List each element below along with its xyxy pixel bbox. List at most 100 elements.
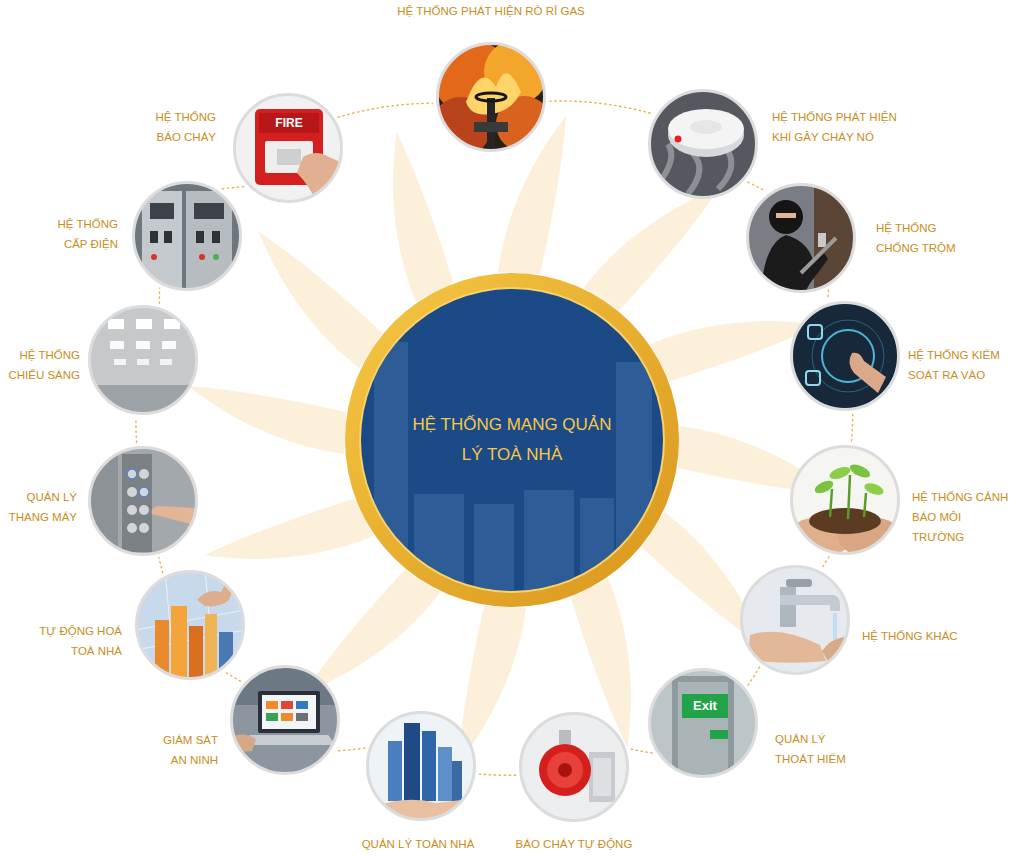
ring-connector bbox=[748, 182, 765, 191]
illustration-shape bbox=[547, 752, 583, 788]
sun-ray bbox=[338, 132, 476, 303]
illustration-shape bbox=[213, 254, 219, 260]
illustration-shape bbox=[780, 595, 840, 611]
illustration-shape bbox=[171, 606, 187, 680]
system-photo bbox=[519, 712, 629, 822]
illustration-shape bbox=[297, 153, 343, 203]
illustration-shape bbox=[277, 149, 301, 165]
illustration-shape bbox=[830, 475, 866, 519]
ring-connector bbox=[827, 290, 829, 300]
illustration-shape bbox=[139, 469, 149, 479]
system-photo bbox=[648, 89, 758, 199]
system-photo bbox=[132, 181, 242, 291]
illustration-shape bbox=[589, 752, 615, 802]
ring-connector bbox=[135, 419, 137, 443]
ring-connector bbox=[748, 667, 759, 685]
illustration-shape bbox=[134, 183, 241, 290]
illustration-shape bbox=[235, 95, 342, 202]
illustration-shape bbox=[690, 120, 722, 134]
illustration-shape bbox=[164, 231, 172, 243]
system-photo bbox=[135, 570, 245, 680]
illustration-shape bbox=[650, 91, 757, 198]
ring-connector bbox=[479, 774, 515, 775]
illustration-shape bbox=[160, 359, 172, 365]
illustration-shape bbox=[281, 701, 293, 709]
hub-circle: HỆ THỐNG MẠNG QUẢN LÝ TOÀ NHÀ bbox=[344, 272, 680, 608]
label-box: BÁO CHÁY TỰ ĐỘNG bbox=[516, 834, 633, 854]
illustration-shape bbox=[88, 385, 198, 415]
illustration-shape bbox=[142, 191, 182, 291]
illustration-shape bbox=[108, 319, 124, 329]
illustration-shape bbox=[806, 371, 820, 385]
illustration-shape bbox=[519, 712, 629, 822]
illustration-shape bbox=[196, 231, 204, 243]
illustration-shape bbox=[368, 713, 475, 820]
illustration-shape bbox=[137, 359, 149, 365]
illustration-shape bbox=[281, 713, 293, 721]
illustration-shape bbox=[580, 498, 614, 608]
illustration-shape bbox=[682, 694, 728, 718]
system-circle: HỆ THỐNG CHỐNG TRỘM bbox=[746, 183, 856, 293]
system-circle: QUẢN LÝ TOÀN NHÀ bbox=[366, 711, 476, 821]
illustration-shape bbox=[189, 626, 203, 680]
illustration-shape bbox=[150, 203, 174, 219]
label-box: HỆ THỐNG KHÁC bbox=[862, 626, 958, 646]
illustration-shape bbox=[127, 505, 137, 515]
illustration-shape bbox=[422, 731, 436, 801]
photo-label-box: FIRE bbox=[275, 113, 302, 133]
photo-label: Exit bbox=[693, 694, 717, 718]
system-label: QUẢN LÝ THANG MÁY bbox=[5, 487, 77, 527]
illustration-shape bbox=[151, 254, 157, 260]
system-label: HỆ THỐNG CHIẾU SÁNG bbox=[4, 345, 80, 385]
illustration-shape bbox=[132, 181, 242, 291]
illustration-shape bbox=[110, 341, 124, 349]
illustration-shape bbox=[374, 342, 652, 608]
label-box: QUẢN LÝ THOÁT HIỂM bbox=[775, 729, 855, 769]
label-box: HỆ THỐNG CẤP ĐIỆN bbox=[52, 214, 118, 254]
illustration-shape bbox=[438, 44, 545, 151]
illustration-shape bbox=[259, 113, 319, 133]
system-label: HỆ THỐNG BÁO CHÁY bbox=[150, 107, 216, 147]
illustration-shape bbox=[88, 305, 198, 415]
illustration-shape bbox=[769, 200, 803, 234]
ring-connector bbox=[851, 414, 852, 441]
label-box: QUẢN LÝ TOÀN NHÀ bbox=[362, 834, 475, 854]
illustration-shape bbox=[233, 93, 343, 203]
sun-ray bbox=[224, 231, 395, 369]
illustration-shape bbox=[808, 325, 822, 339]
illustration-shape bbox=[748, 632, 826, 663]
system-photo bbox=[88, 446, 198, 556]
system-circle: HỆ THỐNG BÁO CHÁY bbox=[233, 93, 343, 203]
illustration-shape bbox=[266, 701, 278, 709]
ring-connector bbox=[338, 103, 432, 117]
illustration-shape bbox=[474, 122, 508, 132]
illustration-shape bbox=[150, 231, 158, 243]
illustration-shape bbox=[710, 730, 728, 739]
illustration-shape bbox=[212, 231, 220, 243]
system-label: HỆ THỐNG PHÁT HIỆN RÒ RỈ GAS bbox=[397, 1, 584, 21]
photo-label-box: Exit bbox=[693, 694, 717, 718]
system-photo bbox=[230, 665, 340, 775]
system-label: HỆ THỐNG CHỐNG TRỘM bbox=[876, 218, 962, 258]
system-circle: GIÁM SÁT AN NINH bbox=[230, 665, 340, 775]
illustration-shape bbox=[414, 494, 464, 608]
system-photo bbox=[746, 183, 856, 293]
illustration-shape bbox=[136, 341, 150, 349]
system-photo bbox=[648, 668, 758, 778]
illustration-shape bbox=[675, 136, 682, 143]
illustration-shape bbox=[296, 701, 308, 709]
illustration-shape bbox=[740, 565, 850, 675]
illustration-shape bbox=[127, 469, 137, 479]
illustration-shape bbox=[219, 632, 233, 680]
illustration-shape bbox=[230, 665, 340, 775]
ring-connector bbox=[225, 672, 240, 681]
illustration-shape bbox=[792, 447, 899, 554]
illustration-shape bbox=[162, 341, 176, 349]
illustration-shape bbox=[559, 730, 571, 744]
illustration-shape bbox=[88, 446, 198, 556]
illustration-shape bbox=[438, 747, 452, 801]
label-box: HỆ THỐNG CHỐNG TRỘM bbox=[876, 218, 962, 258]
illustration-shape bbox=[197, 580, 235, 606]
ring-connector bbox=[222, 187, 243, 189]
